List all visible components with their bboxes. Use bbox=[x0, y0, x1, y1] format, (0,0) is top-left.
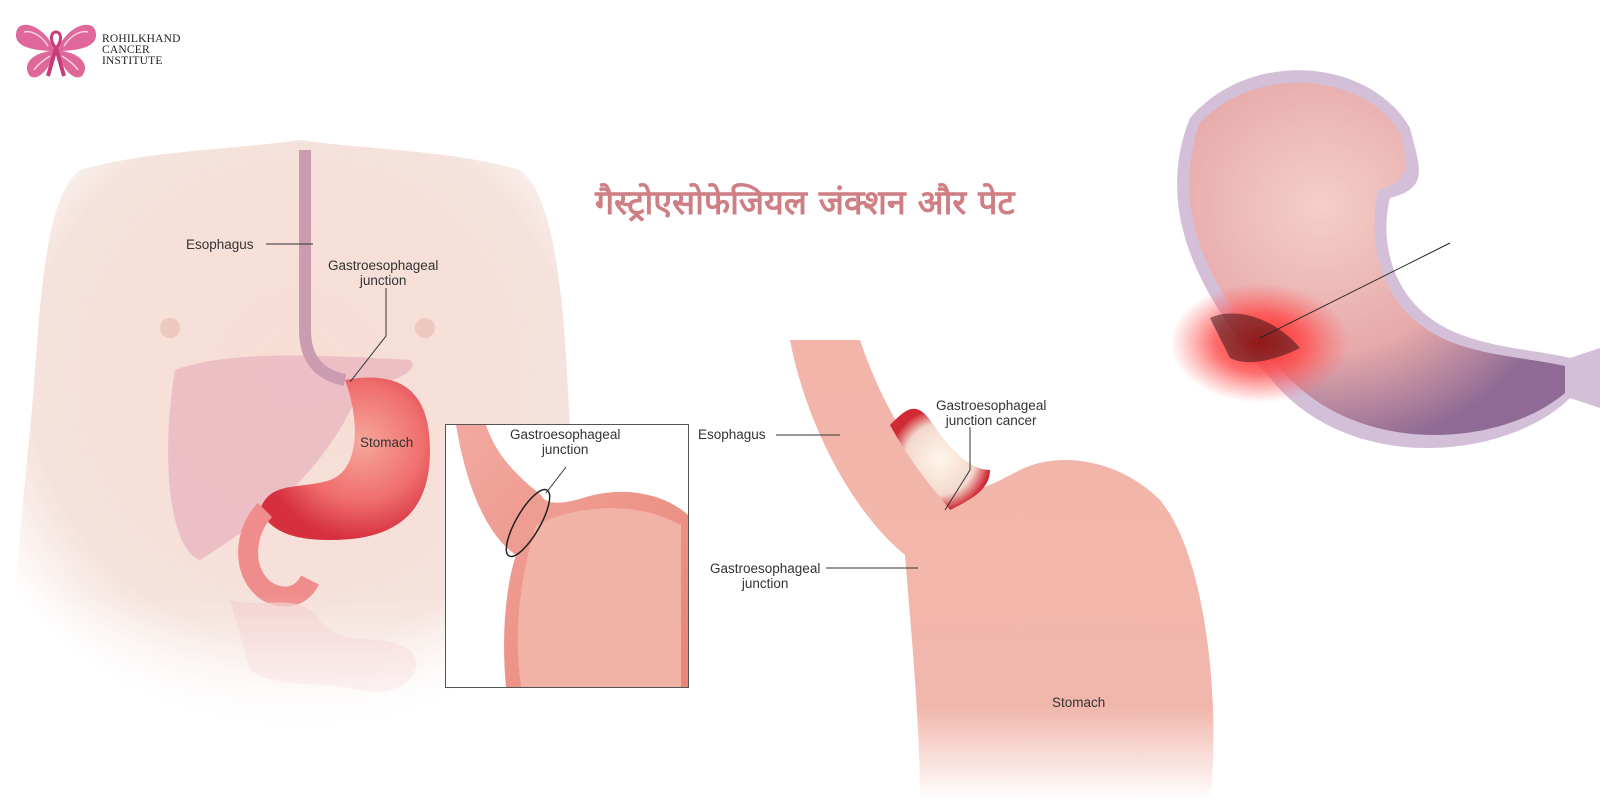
page-title: गैस्ट्रोएसोफेजियल जंक्शन और पेट bbox=[595, 183, 1015, 223]
label-gej-line-1: Gastroesophageal bbox=[328, 258, 439, 273]
logo-line-3: INSTITUTE bbox=[102, 55, 163, 67]
logo-line-1: ROHILKHAND bbox=[102, 33, 181, 45]
logo: ROHILKHAND CANCER INSTITUTE bbox=[12, 18, 212, 82]
label-esophagus: Esophagus bbox=[186, 237, 254, 252]
cancer-label-gej-line-1: Gastroesophageal bbox=[710, 561, 821, 576]
inset-label-gej: Gastroesophageal junction bbox=[510, 427, 620, 457]
label-gej-line-2: junction bbox=[359, 273, 407, 288]
cancer-label-line-1: Gastroesophageal bbox=[936, 398, 1047, 413]
cancer-label-gej: Gastroesophageal junction bbox=[710, 561, 820, 591]
label-gej: Gastroesophageal junction bbox=[328, 258, 438, 288]
label-stomach: Stomach bbox=[360, 435, 414, 450]
logo-text: ROHILKHAND CANCER INSTITUTE bbox=[102, 33, 181, 67]
cancer-label-esophagus: Esophagus bbox=[698, 427, 766, 442]
inset-diagram: Gastroesophageal junction bbox=[445, 424, 689, 688]
stomach-ulcer-diagram bbox=[1150, 58, 1600, 478]
logo-line-2: CANCER bbox=[102, 44, 150, 56]
cancer-label-gej-line-2: junction bbox=[741, 576, 789, 591]
inset-label-gej-line-1: Gastroesophageal bbox=[510, 427, 621, 442]
inset-label-gej-line-2: junction bbox=[541, 442, 589, 457]
butterfly-ribbon-icon bbox=[15, 24, 97, 78]
cancer-label-gej-cancer: Gastroesophageal junction cancer bbox=[936, 398, 1046, 428]
cancer-diagram: Esophagus Gastroesophageal junction canc… bbox=[690, 340, 1250, 800]
cancer-label-line-2: junction cancer bbox=[945, 413, 1037, 428]
cancer-label-stomach: Stomach bbox=[1052, 695, 1106, 710]
